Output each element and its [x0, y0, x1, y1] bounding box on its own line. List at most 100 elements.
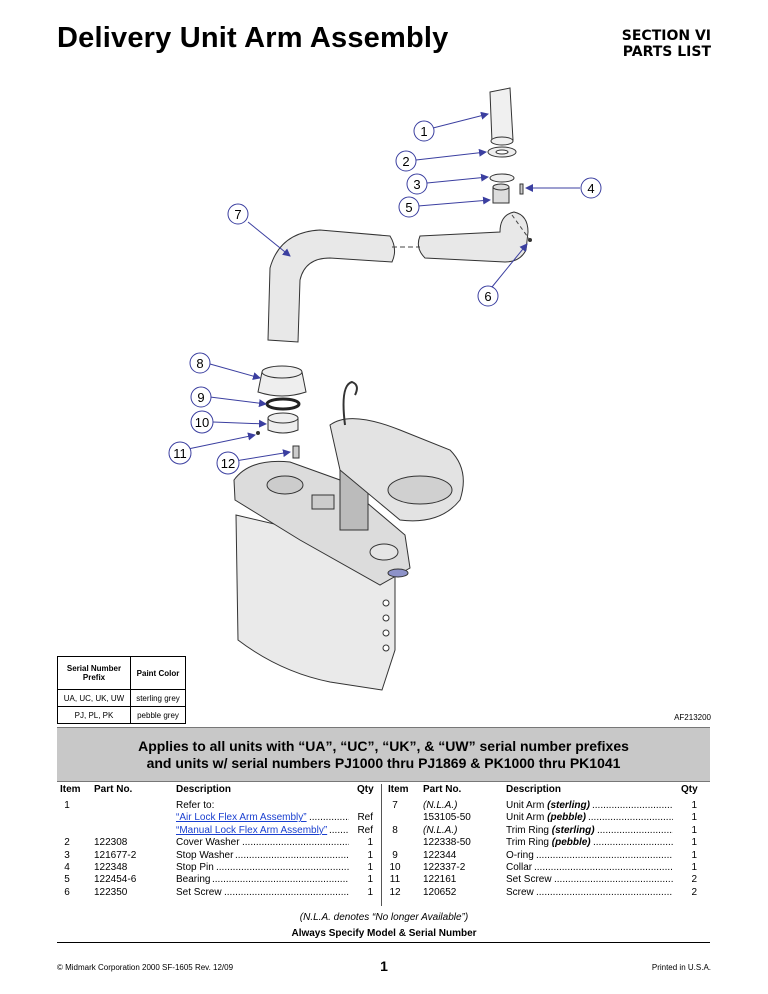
part-bearing — [492, 183, 510, 204]
part-item: 4 — [64, 862, 70, 873]
part-item: 9 — [392, 849, 398, 861]
callout-3: 3 — [413, 177, 420, 192]
part-part: 122348 — [94, 862, 128, 873]
section-line-1: SECTION VI — [621, 28, 711, 44]
part-stop-pin — [519, 183, 524, 195]
part-desc: Refer to: — [176, 800, 215, 811]
flex-arm-link[interactable]: “Manual Lock Flex Arm Assembly” — [176, 824, 328, 836]
leader-dots: ........................................… — [534, 862, 673, 873]
part-item: 12 — [389, 886, 401, 898]
part-desc: Cover Washer — [176, 837, 240, 849]
copyright: © Midmark Corporation 2000 SF-1605 Rev. … — [57, 963, 234, 972]
part-trim-ring — [257, 365, 307, 397]
legend-prefix: PJ, PL, PK — [57, 706, 131, 724]
part-part: 122161 — [423, 874, 457, 886]
header-part: Part No. — [94, 784, 133, 795]
part-qty: 1 — [691, 824, 697, 836]
legend-color: pebble grey — [130, 706, 186, 724]
part-part: (N.L.A.) — [423, 800, 458, 811]
part-desc: Screw — [506, 886, 534, 898]
part-part: 122350 — [94, 886, 128, 898]
part-qty: Ref — [357, 812, 373, 824]
callout-11: 11 — [173, 446, 187, 461]
part-desc: Bearing — [176, 874, 211, 886]
part-qty: 1 — [691, 812, 697, 824]
part-qty: 1 — [691, 837, 697, 849]
part-qty: 1 — [367, 874, 373, 886]
specify-note: Always Specify Model & Serial Number — [291, 928, 477, 939]
part-part: 122308 — [94, 837, 128, 849]
part-qty: 1 — [691, 849, 697, 861]
leader-dots: ........................................… — [554, 874, 673, 886]
part-part: 122454-6 — [94, 874, 137, 886]
part-item: 5 — [64, 874, 70, 886]
header-description: Description — [506, 784, 562, 795]
part-desc: Collar — [506, 862, 533, 873]
callout-8: 8 — [196, 356, 203, 371]
legend-header-prefix: Serial Number Prefix — [57, 656, 131, 690]
part-qty: 1 — [367, 849, 373, 861]
leader-dots: ........................................… — [592, 800, 673, 811]
part-desc: Unit Arm (pebble) — [506, 812, 587, 824]
part-desc: Set Screw — [506, 874, 552, 886]
exploded-diagram: 1 2 3 4 5 6 7 8 9 10 11 12 — [168, 87, 602, 691]
header-item: Item — [388, 784, 409, 795]
part-qty: 1 — [367, 886, 373, 898]
part-qty: 1 — [367, 862, 373, 873]
part-part: 122344 — [423, 849, 457, 861]
legend-prefix: UA, UC, UK, UW — [57, 689, 131, 707]
header-qty: Qty — [681, 784, 698, 795]
part-unit-arm — [267, 211, 529, 343]
part-desc: Trim Ring (pebble) — [506, 837, 591, 849]
part-part: (N.L.A.) — [423, 824, 458, 836]
part-item: 6 — [64, 886, 70, 898]
leader-dots: ........................................… — [536, 886, 673, 898]
part-o-ring — [265, 397, 301, 411]
part-stop-washer — [489, 173, 515, 183]
part-item: 11 — [389, 874, 401, 886]
part-qty: 1 — [367, 837, 373, 849]
page-number: 1 — [380, 958, 388, 974]
section-label: SECTION VI PARTS LIST — [622, 28, 711, 60]
part-item: 7 — [392, 800, 398, 811]
legend-header-color: Paint Color — [130, 656, 186, 690]
part-part: 122338-50 — [423, 837, 471, 849]
leader-dots: ........................................… — [216, 862, 349, 873]
nla-note: (N.L.A. denotes “No longer Available”) — [299, 912, 469, 923]
part-part: 153105-50 — [423, 812, 471, 824]
callout-12: 12 — [221, 456, 235, 471]
flex-arm-link[interactable]: “Air Lock Flex Arm Assembly” — [176, 812, 307, 824]
part-part: 122337-2 — [423, 862, 466, 873]
part-qty: 1 — [691, 800, 697, 811]
callout-2: 2 — [402, 154, 409, 169]
banner-line-1: Applies to all units with “UA”, “UC”, “U… — [138, 738, 629, 754]
part-qty: Ref — [357, 824, 373, 836]
part-qty: 1 — [691, 862, 697, 873]
part-desc: Trim Ring (sterling) — [506, 824, 595, 836]
column-divider — [381, 784, 382, 906]
leader-dots: ........................................… — [593, 837, 673, 849]
leader-dots: ........................................… — [536, 849, 673, 861]
part-qty: 2 — [691, 874, 697, 886]
figure-id: AF213200 — [674, 713, 711, 722]
applicability-banner: Applies to all units with “UA”, “UC”, “U… — [57, 727, 710, 782]
part-desc: O-ring — [506, 849, 534, 861]
callout-10: 10 — [195, 415, 209, 430]
part-collar — [267, 412, 299, 434]
banner-line-2: and units w/ serial numbers PJ1000 thru … — [146, 755, 621, 771]
part-desc: Stop Washer — [176, 849, 234, 861]
part-desc: Set Screw — [176, 886, 222, 898]
leader-dots: ........................................… — [309, 812, 349, 824]
part-item: 3 — [64, 849, 70, 861]
leader-dots: ........................................… — [329, 824, 349, 836]
callout-9: 9 — [197, 390, 204, 405]
section-line-2: PARTS LIST — [622, 44, 711, 60]
callout-4: 4 — [587, 181, 594, 196]
leader-dots: ........................................… — [212, 874, 349, 886]
part-cap — [489, 87, 514, 146]
callout-5: 5 — [405, 200, 412, 215]
delivery-unit-body — [233, 380, 464, 691]
part-item: 10 — [389, 862, 401, 873]
header-description: Description — [176, 784, 232, 795]
part-part: 120652 — [423, 886, 457, 898]
